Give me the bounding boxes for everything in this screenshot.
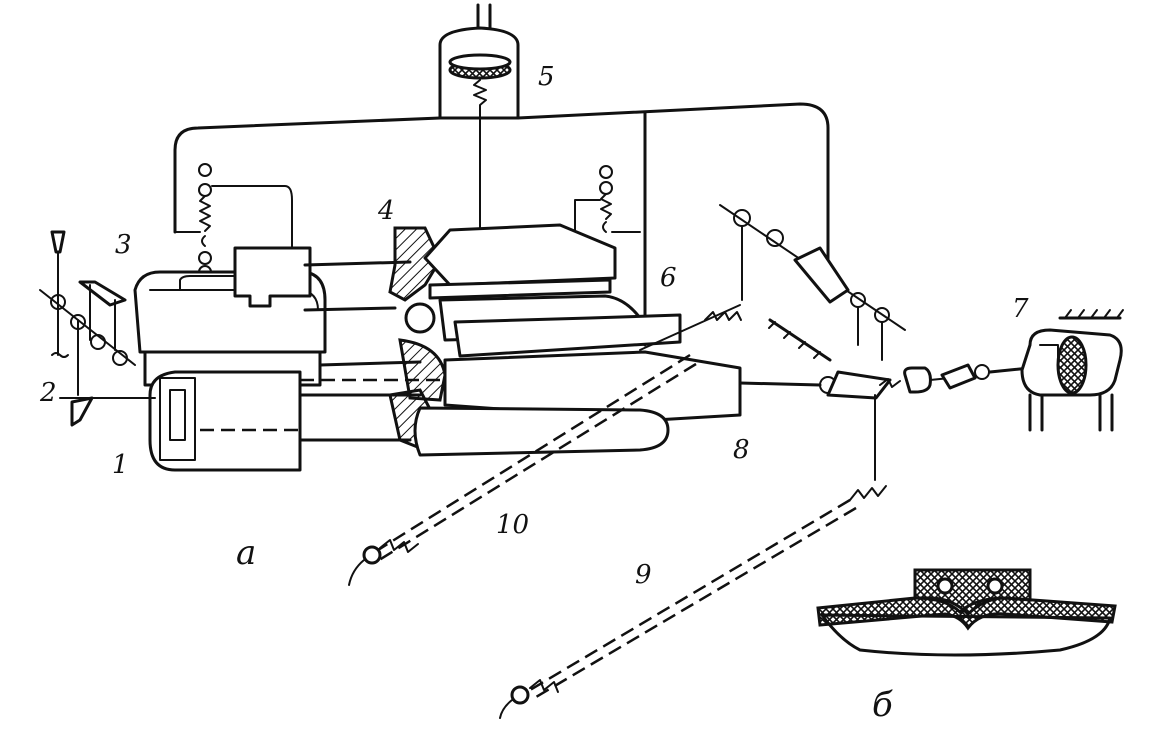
label-4: 4 xyxy=(378,196,395,226)
label-10: 10 xyxy=(496,510,530,540)
actuator-7 xyxy=(1020,309,1124,432)
label-5: 5 xyxy=(538,62,555,92)
label-9: 9 xyxy=(635,560,652,590)
label-view-b: б xyxy=(872,685,893,725)
right-spring xyxy=(574,165,641,241)
label-8: 8 xyxy=(733,435,750,465)
label-6: 6 xyxy=(660,263,677,293)
output-rod xyxy=(738,363,1062,400)
label-2: 2 xyxy=(40,378,57,408)
left-carriage xyxy=(133,246,327,472)
detail-b xyxy=(816,568,1117,657)
cable-9 xyxy=(499,394,887,719)
center-assembly xyxy=(388,223,742,457)
label-view-a: a xyxy=(236,533,257,573)
left-linkage xyxy=(39,230,156,427)
left-spring xyxy=(174,163,293,279)
label-7: 7 xyxy=(1012,294,1029,324)
damper-cylinder xyxy=(438,3,520,265)
label-1: 1 xyxy=(112,450,129,480)
right-linkage xyxy=(639,204,906,362)
frame xyxy=(173,102,830,292)
label-3: 3 xyxy=(115,230,132,260)
cable-10 xyxy=(348,353,697,586)
